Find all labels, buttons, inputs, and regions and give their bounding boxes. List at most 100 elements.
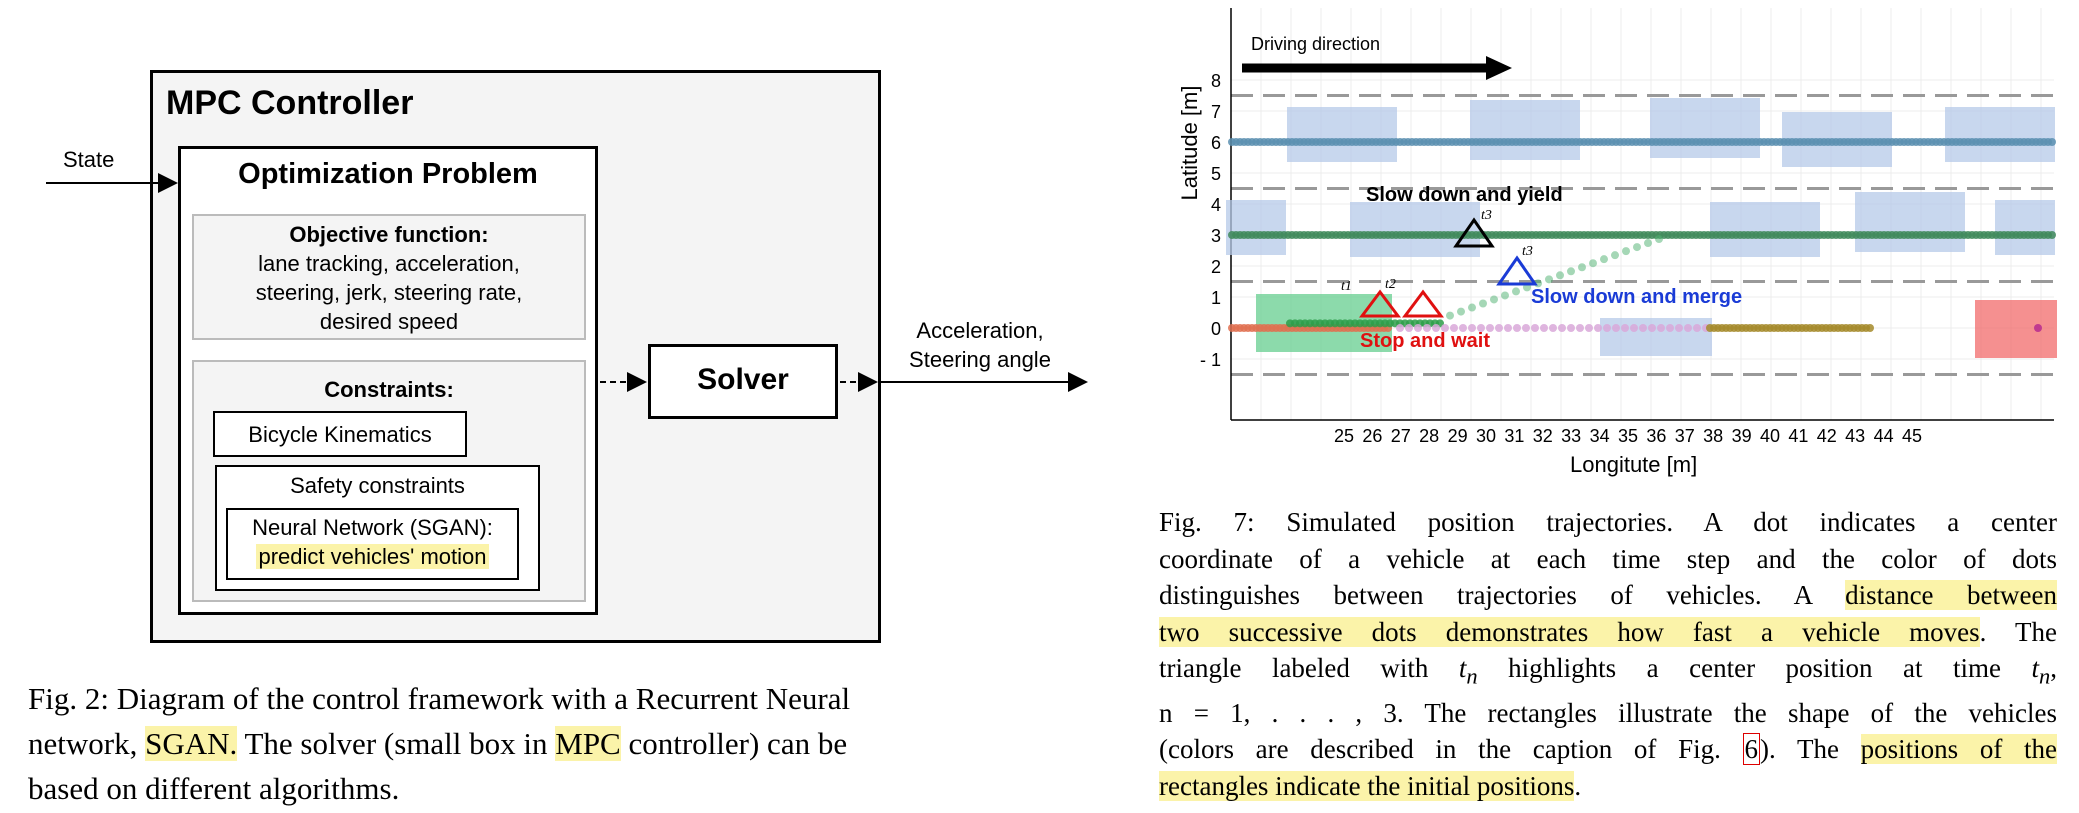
bicycle-kinematics-label: Bicycle Kinematics bbox=[248, 422, 432, 447]
objective-line-3: desired speed bbox=[319, 309, 459, 334]
trajectory-dot-merge bbox=[1622, 247, 1630, 256]
slow-yield-label: Slow down and yield bbox=[1366, 184, 1563, 206]
objective-line-1: lane tracking, acceleration, bbox=[258, 251, 520, 276]
trajectory-dot-follow bbox=[1396, 324, 1404, 332]
math-n: n bbox=[1466, 663, 1478, 689]
x-tick-label: 38 bbox=[1703, 426, 1723, 446]
vehicle-rect bbox=[1650, 98, 1760, 158]
t3-yield-label: t3 bbox=[1481, 208, 1492, 223]
fig2-caption-line-3: based on different algorithms. bbox=[28, 771, 400, 806]
trajectory-dot-follow bbox=[1657, 324, 1665, 332]
x-tick-label: 40 bbox=[1760, 426, 1780, 446]
x-tick-label: 28 bbox=[1419, 426, 1439, 446]
trajectory-dot-follow bbox=[1648, 324, 1656, 332]
trajectory-dot-merge bbox=[1490, 295, 1498, 304]
x-tick-label: 26 bbox=[1362, 426, 1382, 446]
trajectory-dot-follow bbox=[1432, 324, 1440, 332]
fig7-caption-line-6: n = 1, . . . , 3. The rectangles illustr… bbox=[1159, 697, 2057, 728]
objective-box bbox=[192, 214, 586, 340]
caption-text: triangle labeled with bbox=[1159, 653, 1459, 683]
fig2-caption-line-1: Fig. 2: Diagram of the control framework… bbox=[28, 681, 851, 716]
bicycle-kinematics-box bbox=[213, 411, 467, 457]
trajectory-dot-follow bbox=[1630, 324, 1638, 332]
math-t: t bbox=[2031, 653, 2040, 683]
caption-text: distinguishes between trajectories of ve… bbox=[1159, 580, 1846, 610]
trajectory-dot-follow bbox=[1639, 324, 1647, 332]
fig7-caption-line-1: Fig. 7: Simulated position trajectories.… bbox=[1159, 507, 2057, 537]
trajectory-dot-merge bbox=[1633, 243, 1641, 252]
x-tick-label: 43 bbox=[1845, 426, 1865, 446]
x-tick-label: 29 bbox=[1448, 426, 1468, 446]
state-label: State bbox=[63, 147, 115, 172]
predict-motion-highlight: predict vehicles' motion bbox=[255, 544, 490, 569]
constraints-title: Constraints: bbox=[324, 377, 454, 402]
diagram-arrows bbox=[46, 173, 1088, 392]
trajectory-dot-follow bbox=[1513, 324, 1521, 332]
vehicle-rect bbox=[1350, 202, 1480, 257]
trajectory-dot-far bbox=[1866, 324, 1874, 332]
fig2-caption: Fig. 2: Diagram of the control framework… bbox=[28, 676, 1118, 811]
caption-text: (colors are described in the caption of … bbox=[1159, 734, 1743, 765]
sgan-highlight: SGAN. bbox=[145, 726, 238, 761]
x-tick-label: 44 bbox=[1874, 426, 1894, 446]
trajectory-dot-follow bbox=[1531, 324, 1539, 332]
fig7-caption-line-5: triangle labeled with tn highlights a ce… bbox=[1159, 650, 2057, 695]
trajectory-dot-follow bbox=[1666, 324, 1674, 332]
fig7-caption-line-4: two successive dots demonstrates how fas… bbox=[1159, 614, 2057, 651]
y-tick-label: 1 bbox=[1211, 288, 1221, 308]
y-tick-label: 2 bbox=[1211, 257, 1221, 277]
trajectory-dot-merge bbox=[1501, 291, 1509, 300]
trajectory-dot-follow bbox=[1684, 324, 1692, 332]
trajectory-dot-follow bbox=[1693, 324, 1701, 332]
trajectory-dot-follow bbox=[1567, 324, 1575, 332]
fig7-caption-line-2: coordinate of a vehicle at each time ste… bbox=[1159, 543, 2057, 574]
trajectory-dot-follow bbox=[1594, 324, 1602, 332]
initial-positions-highlight: rectangles indicate the initial position… bbox=[1159, 770, 1575, 801]
fig2-caption-line-2: network, SGAN. The solver (small box in … bbox=[28, 721, 1118, 766]
vehicle-rect bbox=[1945, 107, 2055, 162]
trajectory-dot-merge bbox=[1655, 235, 1663, 244]
vehicle-rect bbox=[1995, 200, 2055, 255]
slow-merge-label: Slow down and merge bbox=[1531, 286, 1743, 308]
vehicle-rect bbox=[1226, 200, 1286, 255]
t1-triangle bbox=[1359, 289, 1401, 318]
trajectory-dot-follow bbox=[1675, 324, 1683, 332]
x-tick-label: 36 bbox=[1646, 426, 1666, 446]
caption-text: , bbox=[2050, 653, 2058, 683]
mpc-highlight: MPC bbox=[555, 726, 621, 761]
y-tick-label: - 1 bbox=[1200, 350, 1221, 370]
solver-box bbox=[648, 344, 838, 419]
t2-triangle bbox=[1402, 289, 1444, 318]
output-label-2: Steering angle bbox=[909, 347, 1051, 372]
trajectory-dot-top bbox=[2048, 138, 2056, 146]
trajectory-dot-follow bbox=[1585, 324, 1593, 332]
obstacle-dot bbox=[2034, 324, 2042, 332]
x-axis-label: Longitute [m] bbox=[1570, 452, 1698, 477]
t3-merge-triangle bbox=[1496, 255, 1538, 286]
fig7-caption: Fig. 7: Simulated position trajectories.… bbox=[1159, 504, 2057, 804]
mpc-title: MPC Controller bbox=[166, 84, 414, 122]
trajectory-dot-merge bbox=[1468, 303, 1476, 312]
trajectory-dot-merge bbox=[1567, 267, 1575, 276]
distance-highlight: distance between bbox=[1845, 580, 2057, 610]
y-tick-label: 5 bbox=[1211, 164, 1221, 184]
trajectory-dot-follow bbox=[1603, 324, 1611, 332]
y-tick-label: 3 bbox=[1211, 226, 1221, 246]
trajectory-dot-follow bbox=[1576, 324, 1584, 332]
x-tick-label: 45 bbox=[1902, 426, 1922, 446]
trajectory-dot-follow bbox=[1468, 324, 1476, 332]
fig-6-ref-link[interactable]: 6 bbox=[1742, 733, 1761, 766]
caption-text: The solver (small box in bbox=[237, 726, 556, 761]
trajectory-dot-merge bbox=[1644, 239, 1652, 248]
caption-text: controller) can be bbox=[620, 726, 848, 761]
fig7-caption-line-8: rectangles indicate the initial position… bbox=[1159, 768, 2057, 805]
caption-text: . bbox=[1574, 770, 1582, 801]
trajectory-dot-follow bbox=[1459, 324, 1467, 332]
objective-line-2: steering, jerk, steering rate, bbox=[255, 280, 523, 305]
trajectory-dot-follow bbox=[1558, 324, 1566, 332]
trajectory-dot-follow bbox=[1450, 324, 1458, 332]
vehicle-rect bbox=[1470, 100, 1580, 160]
x-tick-label: 35 bbox=[1618, 426, 1638, 446]
trajectory-dot-merge bbox=[1589, 259, 1597, 268]
